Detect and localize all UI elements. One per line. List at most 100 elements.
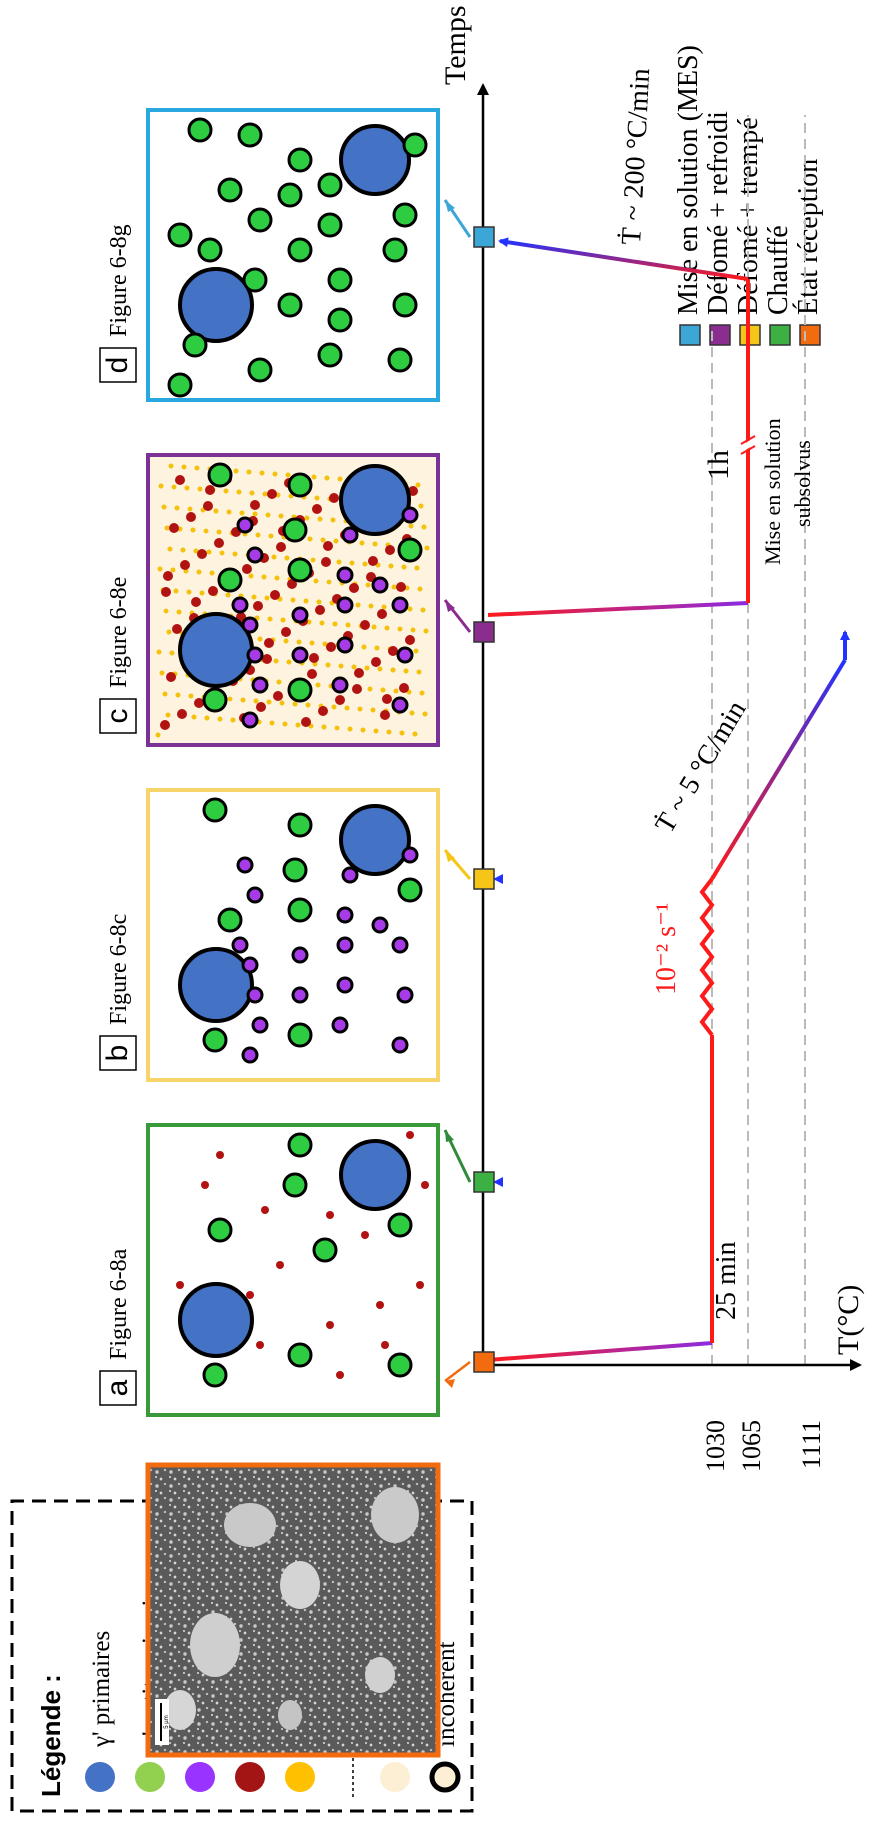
tertiary-particle [240,697,246,703]
temperature-time-diagram: T(°C) Temps 1111 1065 1030 25 min 10⁻² s [439,5,865,1472]
tertiary-particle [419,690,425,696]
tertiary-particle [239,510,245,516]
tertiary-particle [347,726,353,732]
tertiary-particle [367,686,373,692]
tertiary-particle [216,529,222,535]
secondary-particle [368,556,378,566]
tertiary-particle [246,469,252,475]
secondary-particle [256,702,266,712]
tertiary-particle [332,621,338,627]
primary-particle [339,804,411,876]
green-particle [387,1212,413,1238]
green-particle [182,332,208,358]
secondary-particle [264,638,274,648]
legend-swatch [285,1762,315,1792]
tertiary-particle [181,464,187,470]
green-particle [247,357,273,383]
slow-cooling-ramp [710,658,847,881]
tertiary-particle [164,525,170,531]
green-particle [287,147,313,173]
tertiary-particle [199,590,205,596]
secondary-particle [175,475,185,485]
secondary-particle [366,572,376,582]
purple-particle [336,566,354,584]
secondary-particle [315,605,325,615]
tertiary-particle [319,620,325,626]
tertiary-particle [317,516,323,522]
green-particle [202,1027,228,1053]
tertiary-particle [386,729,392,735]
red-particle [406,1131,414,1139]
tertiary-particle [403,668,409,674]
tertiary-particle [321,724,327,730]
tertiary-particle [359,540,365,546]
green-particle [237,122,263,148]
secondary-particle [166,672,176,682]
tertiary-particle [166,629,172,635]
purple-particle [241,711,259,729]
tertiary-particle [295,722,301,728]
tertiary-particle [380,687,386,693]
secondary-particle [161,587,171,597]
caption-c-letter: c [101,709,134,724]
tertiary-particle [264,595,270,601]
tertiary-particle [174,505,180,511]
tertiary-particle [370,707,376,713]
tertiary-particle [190,527,196,533]
tertiary-particle [296,639,302,645]
purple-particle [291,946,309,964]
tertiary-particle [272,471,278,477]
green-particle [397,537,423,563]
primary-particle [178,1282,254,1358]
state-swatch [679,324,701,346]
green-particle [387,347,413,373]
panel-b [146,788,440,1082]
tertiary-particle [255,532,261,538]
connector-reception-head [445,1379,455,1388]
tertiary-particle [171,484,177,490]
secondary-particle [399,683,409,693]
purple-particle [246,986,264,1004]
caption-b: b Figure 6-8c [99,914,137,1071]
tertiary-particle [176,609,182,615]
red-particle [336,1371,344,1379]
tick-1065: 1065 [737,1420,766,1472]
tertiary-particle [355,602,361,608]
caption-b-box [99,1035,137,1071]
legend-title: Légende : [36,1674,66,1797]
green-particle [207,462,233,488]
tertiary-particle [338,663,344,669]
tertiary-particle [236,489,242,495]
tertiary-particle [186,589,192,595]
secondary-particle [388,646,398,656]
tertiary-particle [373,728,379,734]
tick-1030: 1030 [701,1420,730,1472]
green-particle [242,267,268,293]
tertiary-particle [414,565,420,571]
red-particle [216,1151,224,1159]
tertiary-particle [313,578,319,584]
green-particle [392,292,418,318]
tertiary-particle [276,679,282,685]
tertiary-particle [271,554,277,560]
tertiary-particle [168,463,174,469]
caption-b-figure: Figure 6-8c [106,914,132,1025]
state-marker-cooled [473,621,495,643]
green-particle [287,1132,313,1158]
state-marker-quenched [473,868,495,890]
caption-c-box [99,698,137,734]
primary-particle [339,124,411,196]
tertiary-particle [162,691,168,697]
secondary-particle [312,504,322,514]
tertiary-particle [307,536,313,542]
tertiary-particle [349,560,355,566]
tertiary-particle [248,573,254,579]
purple-particle [231,936,249,954]
y-axis-label: T(°C) [832,1285,865,1355]
micrograph-frame [145,1462,441,1758]
tertiary-particle [390,667,396,673]
hold-break-tick-1 [740,445,756,455]
green-particle [167,372,193,398]
secondary-particle [242,564,252,574]
